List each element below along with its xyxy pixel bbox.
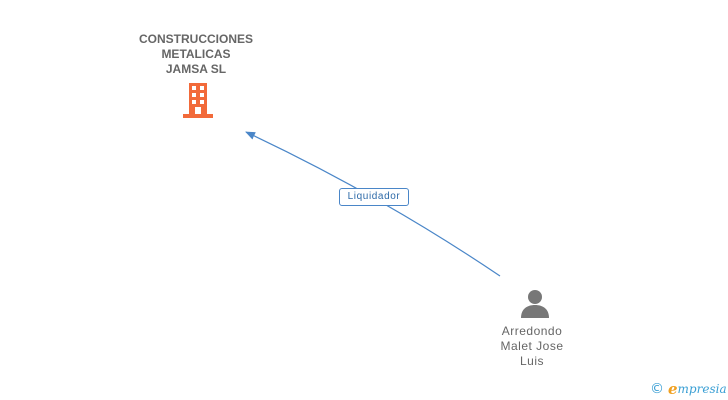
brand-logo-text: mpresia bbox=[677, 381, 727, 396]
copyright-icon: © bbox=[650, 381, 664, 397]
company-name-line: METALICAS bbox=[161, 47, 231, 61]
person-name-line: Luis bbox=[519, 354, 544, 368]
relation-label: Liquidador bbox=[339, 188, 409, 206]
person-name-line: Malet Jose bbox=[500, 339, 564, 353]
brand-logo-initial: e bbox=[668, 379, 678, 398]
person-icon[interactable] bbox=[520, 289, 550, 319]
company-name-line: CONSTRUCCIONES bbox=[138, 32, 253, 46]
company-name[interactable]: CONSTRUCCIONES METALICAS JAMSA SL bbox=[118, 32, 274, 77]
person-name[interactable]: Arredondo Malet Jose Luis bbox=[476, 324, 588, 369]
person-name-line: Arredondo bbox=[501, 324, 563, 338]
building-icon[interactable] bbox=[182, 83, 214, 118]
company-name-line: JAMSA SL bbox=[165, 62, 227, 76]
brand-watermark: © e mpresia bbox=[650, 380, 727, 398]
